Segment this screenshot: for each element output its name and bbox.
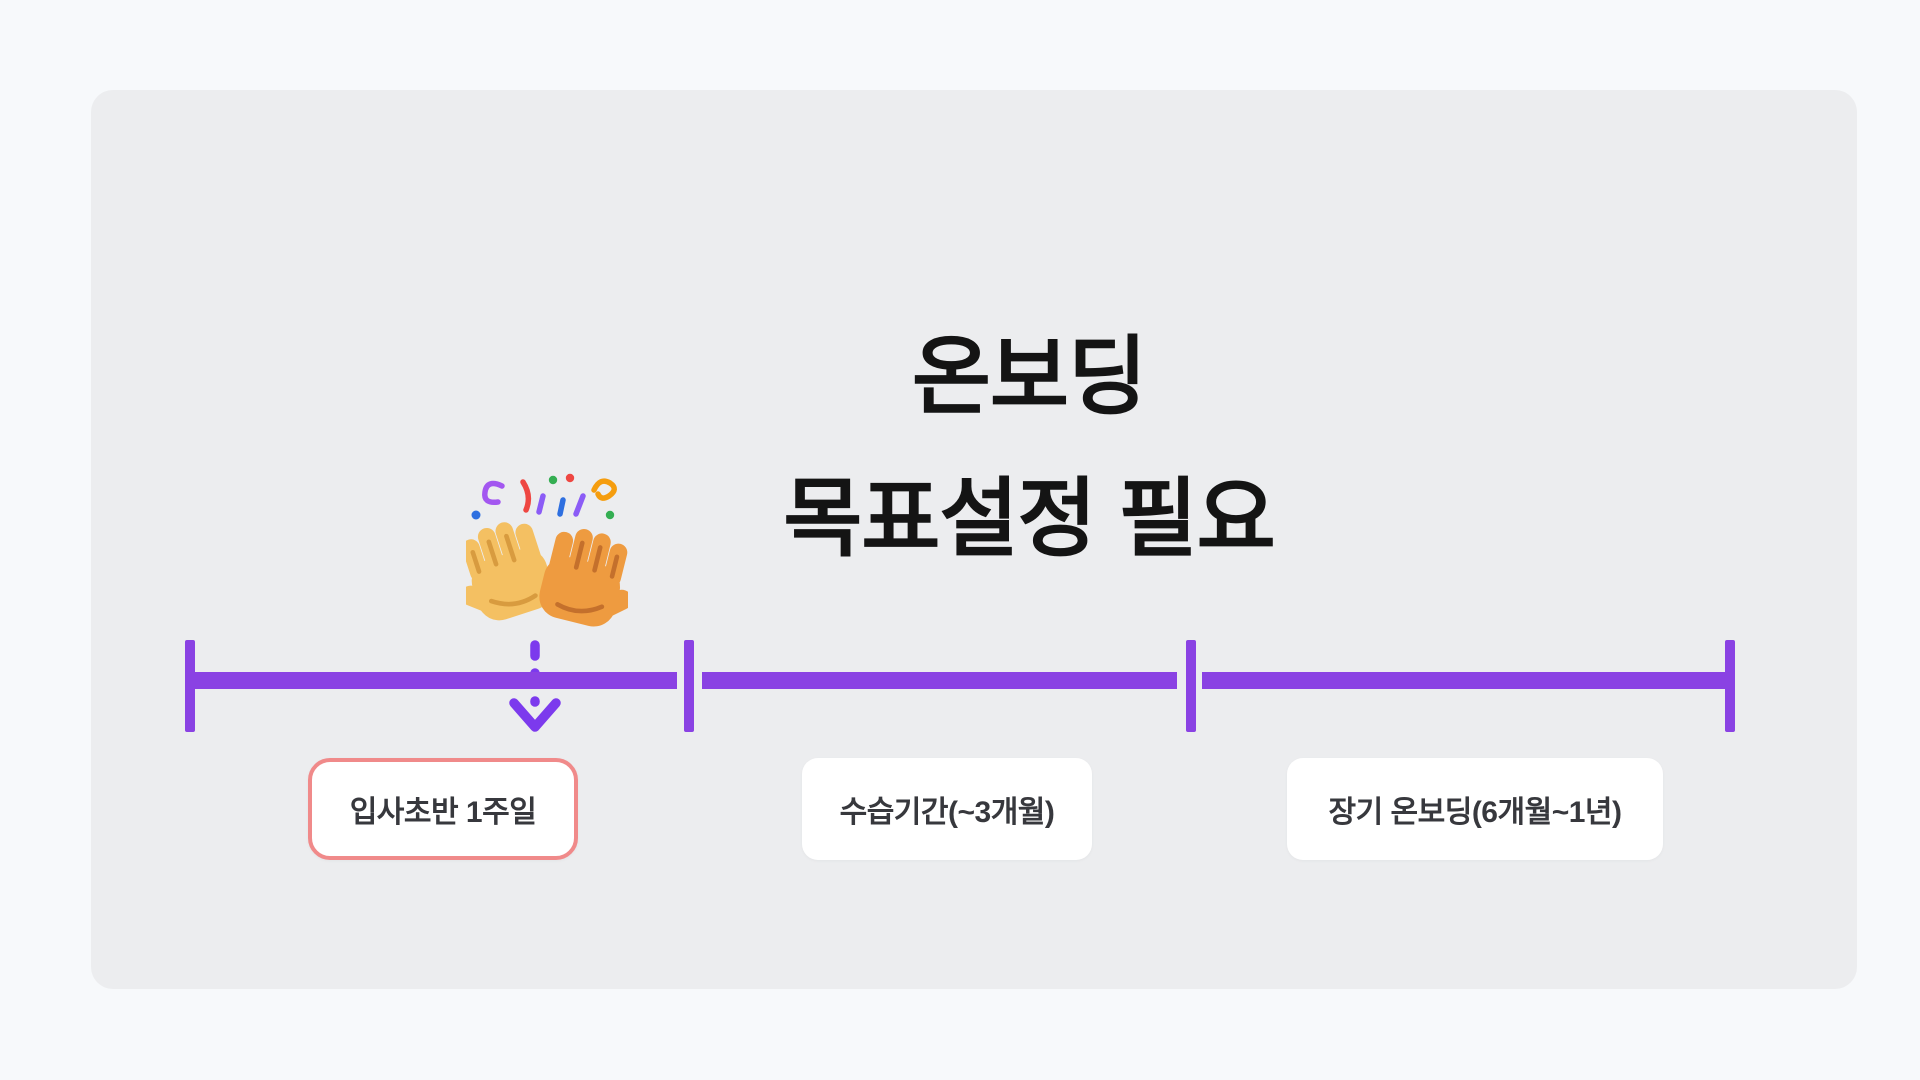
timeline-tick-start (185, 640, 195, 732)
left-hand (460, 522, 554, 621)
timeline-label-text: 입사초반 1주일 (349, 796, 537, 829)
timeline-label-text: 장기 온보딩(6개월~1년) (1328, 796, 1622, 829)
confetti-decoration (471, 473, 617, 520)
title-line-1: 온보딩 (911, 329, 1147, 425)
timeline-tick-3 (1186, 640, 1196, 732)
timeline-label-longterm: 장기 온보딩(6개월~1년) (1287, 758, 1663, 860)
right-hand (539, 528, 633, 627)
title-line-2: 목표설정 필요 (783, 471, 1276, 567)
timeline-segment-2 (702, 672, 1177, 689)
timeline-segment-3 (1202, 672, 1725, 689)
timeline-tick-end (1725, 640, 1735, 732)
clapping-hands-icon (460, 473, 633, 637)
timeline-segment-1 (195, 672, 677, 689)
timeline-tick-2 (684, 640, 694, 732)
timeline-label-probation: 수습기간(~3개월) (802, 758, 1092, 860)
timeline-label-text: 수습기간(~3개월) (839, 796, 1055, 829)
timeline-label-first-week: 입사초반 1주일 (308, 758, 578, 860)
page-title: 온보딩 목표설정 필요 (783, 306, 1276, 590)
